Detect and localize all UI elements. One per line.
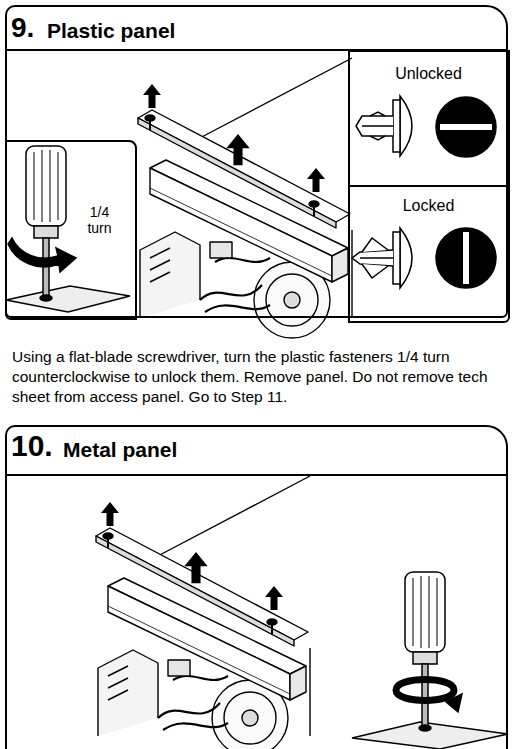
step-title: Metal panel xyxy=(63,438,177,462)
rotation-arrow xyxy=(396,680,454,691)
inset-label: Locked xyxy=(350,197,507,215)
handle xyxy=(405,572,445,652)
inset-label: 1/4 turn xyxy=(77,204,123,236)
shaft xyxy=(422,664,428,726)
step-panel: 9. Plastic panel 1/4 turn UnlockedLocked xyxy=(5,5,508,318)
turn-arrow xyxy=(8,238,76,272)
handle-ridge xyxy=(413,576,437,648)
ferrule xyxy=(34,226,58,238)
handle-ridge xyxy=(34,150,58,222)
step-panel: 10. Metal panel xyxy=(5,425,508,749)
inset-box: Locked xyxy=(348,185,510,323)
screwdriver xyxy=(6,146,130,312)
step-number: 10. xyxy=(11,429,53,464)
slot xyxy=(440,124,492,130)
ferrule xyxy=(413,652,437,664)
base-plate xyxy=(6,286,130,312)
fastener-barb xyxy=(360,238,393,278)
fastener xyxy=(40,295,52,301)
inset-box: 1/4 turn xyxy=(5,140,137,320)
slot-head xyxy=(436,228,496,288)
base-plate xyxy=(352,722,508,749)
step-title: Plastic panel xyxy=(47,19,175,43)
header-line xyxy=(6,474,507,476)
inset-label: Unlocked xyxy=(350,65,507,83)
fastener xyxy=(419,725,431,731)
inset-box: Unlocked xyxy=(348,50,510,187)
slot-head xyxy=(436,97,496,157)
fastener-head xyxy=(400,96,412,156)
rotation-arrowhead xyxy=(446,694,462,712)
instruction-text: Using a flat-blade screwdriver, turn the… xyxy=(12,347,510,407)
fastener-washer xyxy=(393,100,400,152)
fastener-unlocked xyxy=(356,96,496,157)
fastener-barb xyxy=(362,112,393,140)
machine-illustration xyxy=(138,58,352,338)
slot xyxy=(463,232,469,284)
handle xyxy=(26,146,66,226)
screwdriver xyxy=(352,572,508,749)
rotation-arrow xyxy=(396,690,454,701)
fastener-locked xyxy=(352,228,496,288)
machine-illustration xyxy=(96,476,310,749)
fastener-head xyxy=(400,228,412,288)
step-number: 9. xyxy=(11,12,34,44)
fastener-washer xyxy=(393,232,400,284)
